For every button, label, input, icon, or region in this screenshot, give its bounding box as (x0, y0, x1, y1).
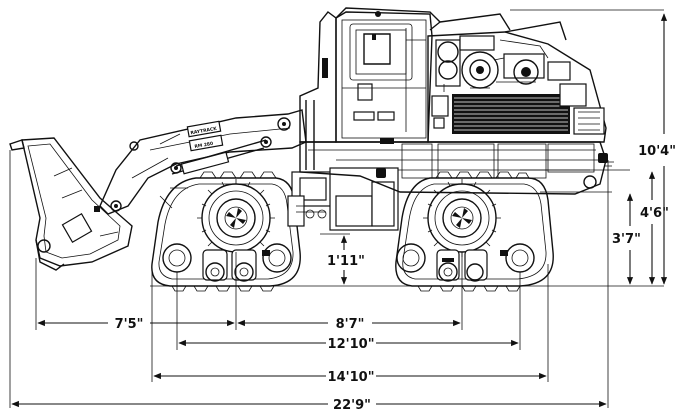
dim-overall-height: 10'4" (638, 144, 676, 159)
dim-outer-rollers: 12'10" (328, 337, 375, 352)
mulcher-head (9, 137, 133, 271)
boom-arm: RAYTRACK RM 280 (99, 109, 307, 215)
machine-illustration: RAYTRACK RM 280 (9, 7, 614, 292)
dim-ground-clearance: 1'11" (327, 254, 365, 269)
operator-cab (299, 7, 442, 170)
main-body (299, 7, 614, 195)
dim-overall-length: 22'9" (333, 398, 371, 410)
dim-deck-height: 3'7" (612, 232, 641, 247)
rear-track (395, 171, 554, 292)
dim-sprocket-to-sprocket: 8'7" (336, 317, 365, 332)
boom-decal-model: RM 280 (194, 141, 214, 150)
dim-track-length: 14'10" (328, 370, 375, 385)
front-track (151, 171, 301, 292)
boom-decal-brand: RAYTRACK (190, 126, 218, 137)
engine-components (435, 13, 571, 92)
dim-track-height: 4'6" (640, 206, 669, 221)
undercarriage (287, 167, 399, 231)
dimension-annotations: 10'4" 4'6" 3'7" 1'11" 7'5" 8'7" 12'10" 1… (9, 9, 676, 410)
dim-head-to-sprocket: 7'5" (115, 317, 144, 332)
